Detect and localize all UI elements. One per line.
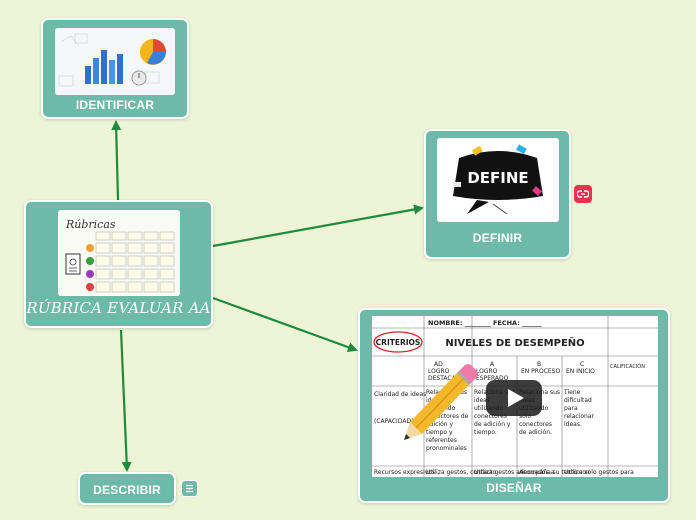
node-identificar[interactable]: IDENTIFICAR <box>41 18 189 119</box>
link-icon[interactable] <box>574 185 592 203</box>
definir-image: DEFINE <box>437 138 559 222</box>
link-to-identificar <box>111 120 122 201</box>
disenar-label: DISEÑAR <box>486 481 542 495</box>
table-row2-a: Utiliza gestos adecuados a <box>474 469 555 476</box>
table-row1-sub: (CAPACIDAD) <box>374 418 413 425</box>
table-calificacion: CALIFICACIÓN <box>610 363 645 370</box>
link-to-describir <box>119 329 132 472</box>
table-row1-c: Tiene dificultad para relacionar ideas. <box>564 389 594 428</box>
table-row2-c: Utiliza solo gestos para <box>564 469 634 476</box>
notes-icon[interactable] <box>181 480 198 497</box>
table-row1-label: Claridad de ideas <box>374 391 426 398</box>
node-definir[interactable]: DEFINE DEFINIR <box>424 129 571 259</box>
identificar-image <box>55 28 175 95</box>
link-to-disenar <box>212 296 358 352</box>
play-icon <box>486 380 542 416</box>
node-center[interactable]: Rúbricas RÚBRICA EVALUAR AA <box>24 200 213 328</box>
center-image: Rúbricas <box>58 210 180 296</box>
identificar-label: IDENTIFICAR <box>75 98 155 112</box>
table-row2-ad: Utiliza gestos, contacto <box>426 469 497 476</box>
definir-image-word: DEFINE <box>467 169 528 187</box>
table-row2-b: Acompaña su texto con <box>519 469 590 476</box>
definir-label: DEFINIR <box>472 231 523 245</box>
center-label: RÚBRICA EVALUAR AA <box>26 299 211 317</box>
node-describir[interactable]: DESCRIBIR <box>78 472 176 505</box>
table-niveles: NIVELES DE DESEMPEÑO <box>445 336 584 349</box>
node-disenar[interactable]: NOMBRE: ________ FECHA: ______ CRITERIOS… <box>358 308 670 503</box>
table-row2-label: Recursos expresivos <box>374 469 435 476</box>
disenar-image: NOMBRE: ________ FECHA: ______ CRITERIOS… <box>372 316 658 477</box>
link-to-definir <box>212 204 424 248</box>
center-image-title: Rúbricas <box>65 218 116 231</box>
table-header-fields: NOMBRE: ________ FECHA: ______ <box>428 319 542 327</box>
pencil-icon <box>404 364 478 440</box>
table-criterios: CRITERIOS <box>376 338 421 347</box>
describir-label: DESCRIBIR <box>93 483 161 497</box>
